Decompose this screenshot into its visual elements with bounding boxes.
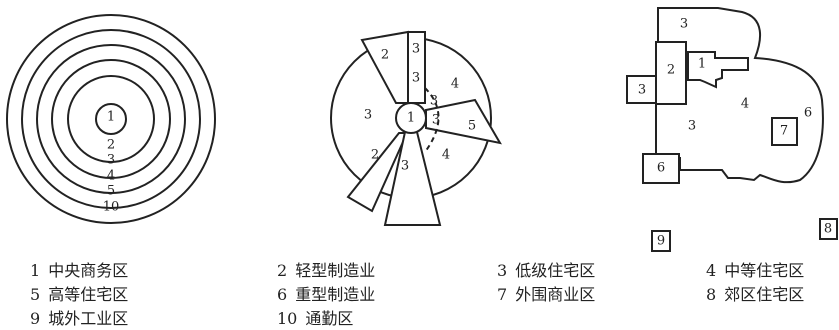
concentric-label-1: 1 bbox=[107, 110, 115, 125]
sector-label-3-upper-b: 3 bbox=[412, 71, 420, 86]
concentric-label-4: 4 bbox=[107, 169, 115, 184]
sector-label-3-mid-b: 3 bbox=[432, 113, 440, 128]
sector-label-4-upper: 4 bbox=[451, 77, 459, 92]
nuclei-low-residential-left bbox=[626, 75, 659, 104]
sector-label-5: 5 bbox=[468, 119, 476, 134]
nuclei-label-3-left: 3 bbox=[638, 83, 646, 98]
nuclei-suburban-industry bbox=[651, 230, 671, 252]
concentric-label-2: 2 bbox=[107, 138, 115, 153]
sector-label-3-upper: 3 bbox=[412, 42, 420, 57]
sector-low-residential-upper bbox=[407, 31, 426, 104]
nuclei-label-6-box: 6 bbox=[657, 161, 665, 176]
concentric-label-10: 10 bbox=[103, 200, 120, 215]
multiple-nuclei-model bbox=[626, 7, 838, 252]
concentric-label-5: 5 bbox=[107, 184, 115, 199]
nuclei-label-1: 1 bbox=[698, 57, 706, 72]
concentric-zone-model bbox=[6, 14, 216, 224]
nuclei-label-4: 4 bbox=[741, 97, 749, 112]
zone-ring-5 bbox=[21, 29, 201, 209]
zone-ring-3 bbox=[51, 59, 171, 179]
sector-label-2-upper: 2 bbox=[381, 48, 389, 63]
zone-ring-1 bbox=[95, 103, 127, 135]
nuclei-suburban-residential bbox=[819, 218, 838, 240]
nuclei-light-manufacturing bbox=[655, 41, 687, 105]
nuclei-label-3-mid: 3 bbox=[688, 119, 696, 134]
sector-label-3-mid: 3 bbox=[430, 94, 438, 109]
nuclei-cbd bbox=[687, 51, 749, 89]
nuclei-label-6-right: 6 bbox=[804, 106, 812, 121]
sector-label-1: 1 bbox=[407, 111, 415, 126]
nuclei-label-8: 8 bbox=[824, 222, 832, 237]
sector-model bbox=[330, 30, 502, 226]
zone-ring-10 bbox=[6, 14, 216, 224]
sector-label-3-left: 3 bbox=[364, 108, 372, 123]
sector-label-2-lower: 2 bbox=[371, 148, 379, 163]
nuclei-label-3-top: 3 bbox=[680, 17, 688, 32]
concentric-label-3: 3 bbox=[107, 153, 115, 168]
zone-ring-4 bbox=[36, 44, 186, 194]
sector-label-3-lower: 3 bbox=[401, 159, 409, 174]
nuclei-label-9: 9 bbox=[657, 234, 665, 249]
nuclei-label-2: 2 bbox=[667, 63, 675, 78]
sector-cbd bbox=[395, 102, 427, 134]
nuclei-outlying-business bbox=[771, 117, 798, 146]
zone-ring-2 bbox=[67, 75, 155, 163]
sector-label-4-lower: 4 bbox=[442, 148, 450, 163]
nuclei-heavy-manufacturing bbox=[642, 153, 680, 184]
nuclei-label-7: 7 bbox=[780, 124, 788, 139]
